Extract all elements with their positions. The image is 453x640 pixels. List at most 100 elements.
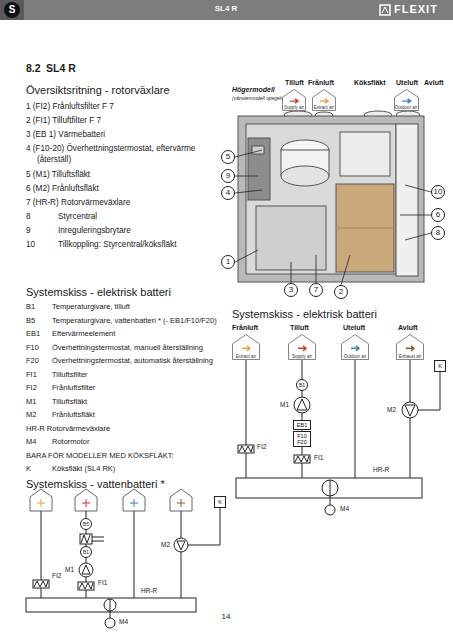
callout-number: 3 — [284, 283, 298, 297]
legend-text: Köksfläkt (SL4 RK) — [52, 465, 115, 474]
legend-code: EB1 — [26, 330, 40, 339]
sensor-symbol: B5 — [80, 518, 92, 530]
flow-arrow — [242, 346, 250, 351]
list-number: 8 — [26, 212, 31, 221]
legend-code: B5 — [26, 317, 35, 326]
component-box: K — [434, 360, 446, 372]
legend-text: Överhettningstermostat, manuell återstäl… — [52, 344, 203, 353]
house-icon: Exhaust air — [396, 334, 424, 360]
house-icon: Extract air — [312, 89, 336, 111]
thermostat-box: F10 F20 — [293, 431, 311, 447]
component-label: M1 — [64, 566, 75, 573]
subheading: Översiktsritning - rotorväxlare — [26, 84, 170, 97]
legend-text: HR-R Rotorvärmeväxlare — [26, 425, 110, 434]
callout-number: 9 — [221, 169, 235, 183]
component-box: K — [214, 496, 226, 508]
legend-code: M4 — [26, 438, 36, 447]
list-item: 4 (F10-20) Överhettningstermostat, efter… — [26, 144, 195, 153]
list-item: (återställ) — [37, 155, 71, 164]
sensor-symbol: B1 — [80, 546, 92, 558]
callout-number: 5 — [221, 150, 235, 164]
heater-box: EB1 — [293, 420, 311, 430]
subheading: Systemskiss - vattenbatteri * — [26, 478, 165, 491]
flow-arrow — [320, 99, 328, 103]
house-outline — [289, 335, 316, 360]
list-item: 7 (HR-R) Rotorvärmeväxlare — [26, 198, 130, 207]
legend-text: Eftervärmeelement — [52, 330, 115, 339]
house-caption: Supply air — [284, 106, 304, 111]
house-caption: Outdoor air — [344, 355, 367, 360]
subheading: Systemskiss - elektrisk batteri — [232, 308, 377, 321]
house-caption: Extract air — [236, 355, 256, 360]
list-item: Inreguleringsbrytare — [58, 226, 131, 235]
legend-text: Rotormotor — [52, 438, 90, 447]
legend-note: BARA FÖR MODELLER MED KÖKSFLÄKT: — [26, 452, 174, 461]
callout-number: 7 — [309, 283, 323, 297]
legend-text: Temperaturgivare, tilluft — [52, 303, 130, 312]
component-label: FI1 — [313, 454, 324, 461]
column-label: Frånluft — [308, 79, 334, 87]
component-label: M2 — [386, 406, 397, 413]
legend-text: Temperaturgivare, vattenbatteri * (- EB1… — [52, 317, 217, 326]
model-note: Högermodell — [232, 86, 275, 94]
component-code: EB1 — [297, 422, 307, 428]
flow-arrow — [290, 99, 298, 103]
section-badge: S — [4, 2, 20, 18]
section-title: SL4 R — [46, 62, 76, 74]
subheading: Systemskiss - elektrisk batteri — [26, 286, 171, 299]
legend-text: Frånluftsfilter — [52, 384, 95, 393]
list-item: 1 (FI2) Frånluftsfilter F 7 — [26, 102, 114, 111]
callout-number: 8 — [431, 226, 445, 240]
column-label: Frånluft — [232, 324, 258, 332]
column-label: Avluft — [398, 324, 418, 332]
flow-arrow — [351, 346, 359, 351]
flow-arrow — [298, 346, 306, 351]
house-icon: Supply air — [282, 89, 306, 111]
flow-arrow — [406, 346, 414, 351]
component-label: M4 — [118, 618, 129, 625]
house-outline — [342, 335, 369, 360]
brand-logo: FLEXIT — [394, 3, 438, 16]
section-number: 8.2 — [26, 62, 41, 74]
list-item: 3 (EB 1) Värmebatteri — [26, 130, 105, 139]
component-label: FI1 — [97, 579, 108, 586]
list-item: 5 (M1) Tilluftsfläkt — [26, 170, 90, 179]
list-item: Tillkoppling: Styrcentral/köksfläkt — [58, 240, 176, 249]
legend-code: M1 — [26, 398, 36, 407]
legend-text: Överhettningstermostat, automatisk åters… — [52, 357, 213, 366]
house-caption: Exhaust air — [399, 355, 422, 360]
legend-code: FI1 — [26, 371, 37, 380]
legend-code: F10 — [26, 344, 39, 353]
legend-code: M2 — [26, 411, 36, 420]
component-code: K — [218, 499, 222, 505]
house-outline — [397, 335, 424, 360]
house-outline — [283, 90, 306, 111]
callout-number: 6 — [431, 208, 445, 222]
legend-code: K — [26, 465, 31, 474]
component-label: M4 — [339, 505, 350, 512]
list-number: 10 — [26, 240, 35, 249]
component-label: HR-R — [372, 466, 390, 473]
header-title: SL4 R — [215, 4, 238, 13]
list-item: 2 (FI1) Tilluftfilter F 7 — [26, 116, 101, 125]
callout-number: 2 — [334, 285, 348, 299]
list-item: 6 (M2) Frånluftsfläkt — [26, 184, 99, 193]
legend-code: F20 — [26, 357, 39, 366]
component-code: F10 F20 — [294, 433, 310, 445]
legend-code: B1 — [26, 303, 35, 312]
legend-text: Tilluftsfläkt — [52, 398, 87, 407]
list-item: Styrcentral — [58, 212, 97, 221]
house-icon: Extract air — [232, 334, 260, 360]
legend-text: Frånluftsfläkt — [52, 411, 95, 420]
house-icon: Supply air — [288, 334, 316, 360]
sensor-symbol: B1 — [296, 379, 308, 391]
callout-number: 1 — [221, 255, 235, 269]
house-outline — [233, 335, 260, 360]
column-label: Tilluft — [290, 324, 309, 332]
component-code: K — [438, 363, 442, 369]
column-label: Tilluft — [285, 79, 304, 87]
house-caption: Supply air — [292, 355, 312, 360]
flow-arrow — [402, 99, 410, 103]
component-label: M1 — [279, 401, 290, 408]
